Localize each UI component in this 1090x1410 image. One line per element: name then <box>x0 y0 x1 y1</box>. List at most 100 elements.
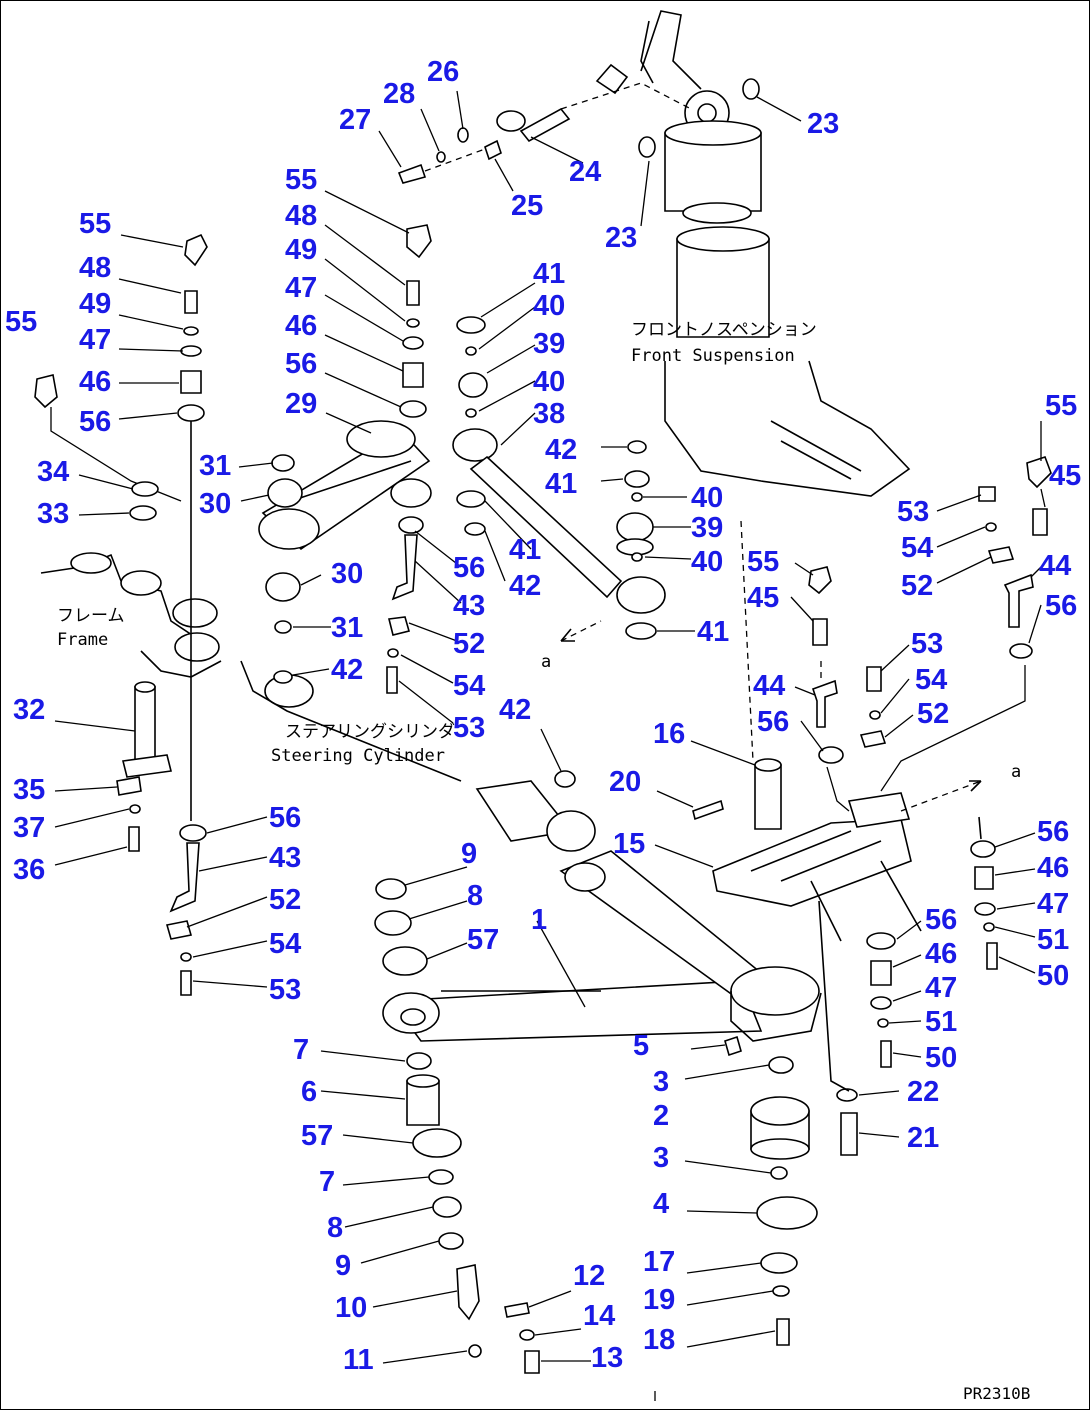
part-label-50[interactable]: 50 <box>925 1042 957 1074</box>
part-label-15[interactable]: 15 <box>613 828 645 860</box>
part-label-43[interactable]: 43 <box>269 842 301 874</box>
part-label-22[interactable]: 22 <box>907 1076 939 1108</box>
part-label-28[interactable]: 28 <box>383 78 415 110</box>
part-label-45[interactable]: 45 <box>747 582 779 614</box>
part-label-56[interactable]: 56 <box>925 904 957 936</box>
part-label-42[interactable]: 42 <box>509 570 541 602</box>
part-label-26[interactable]: 26 <box>427 56 459 88</box>
part-label-38[interactable]: 38 <box>533 398 565 430</box>
part-label-57[interactable]: 57 <box>301 1120 333 1152</box>
part-label-55[interactable]: 55 <box>285 164 317 196</box>
part-label-37[interactable]: 37 <box>13 812 45 844</box>
part-label-31[interactable]: 31 <box>331 612 363 644</box>
part-label-42[interactable]: 42 <box>545 434 577 466</box>
part-label-39[interactable]: 39 <box>533 328 565 360</box>
part-label-1[interactable]: 1 <box>531 904 547 936</box>
part-label-46[interactable]: 46 <box>1037 852 1069 884</box>
part-label-41[interactable]: 41 <box>533 258 565 290</box>
part-label-8[interactable]: 8 <box>467 880 483 912</box>
part-label-46[interactable]: 46 <box>285 310 317 342</box>
part-label-34[interactable]: 34 <box>37 456 69 488</box>
part-label-56[interactable]: 56 <box>757 706 789 738</box>
part-label-52[interactable]: 52 <box>917 698 949 730</box>
part-label-54[interactable]: 54 <box>915 664 947 696</box>
part-label-6[interactable]: 6 <box>301 1076 317 1108</box>
part-label-49[interactable]: 49 <box>79 288 111 320</box>
part-label-40[interactable]: 40 <box>533 290 565 322</box>
part-label-47[interactable]: 47 <box>285 272 317 304</box>
part-label-54[interactable]: 54 <box>453 670 485 702</box>
part-label-54[interactable]: 54 <box>269 928 301 960</box>
part-label-16[interactable]: 16 <box>653 718 685 750</box>
part-label-11[interactable]: 11 <box>343 1344 374 1376</box>
part-label-40[interactable]: 40 <box>691 546 723 578</box>
part-label-44[interactable]: 44 <box>753 670 785 702</box>
part-label-30[interactable]: 30 <box>331 558 363 590</box>
part-label-55[interactable]: 55 <box>747 546 779 578</box>
part-label-54[interactable]: 54 <box>901 532 933 564</box>
part-label-40[interactable]: 40 <box>691 482 723 514</box>
part-label-56[interactable]: 56 <box>1037 816 1069 848</box>
part-label-51[interactable]: 51 <box>925 1006 957 1038</box>
part-label-56[interactable]: 56 <box>1045 590 1077 622</box>
part-label-53[interactable]: 53 <box>269 974 301 1006</box>
part-label-3[interactable]: 3 <box>653 1066 669 1098</box>
part-label-13[interactable]: 13 <box>591 1342 623 1374</box>
part-label-47[interactable]: 47 <box>1037 888 1069 920</box>
part-label-4[interactable]: 4 <box>653 1188 669 1220</box>
part-label-41[interactable]: 41 <box>697 616 729 648</box>
part-label-46[interactable]: 46 <box>79 366 111 398</box>
part-label-47[interactable]: 47 <box>925 972 957 1004</box>
part-label-42[interactable]: 42 <box>499 694 531 726</box>
part-label-20[interactable]: 20 <box>609 766 641 798</box>
part-label-9[interactable]: 9 <box>461 838 477 870</box>
part-label-30[interactable]: 30 <box>199 488 231 520</box>
part-label-51[interactable]: 51 <box>1037 924 1069 956</box>
part-label-36[interactable]: 36 <box>13 854 45 886</box>
part-label-10[interactable]: 10 <box>335 1292 367 1324</box>
part-label-14[interactable]: 14 <box>583 1300 615 1332</box>
part-label-41[interactable]: 41 <box>509 534 541 566</box>
part-label-33[interactable]: 33 <box>37 498 69 530</box>
part-label-55[interactable]: 55 <box>5 306 37 338</box>
part-label-52[interactable]: 52 <box>901 570 933 602</box>
part-label-55[interactable]: 55 <box>79 208 111 240</box>
part-label-43[interactable]: 43 <box>453 590 485 622</box>
part-label-39[interactable]: 39 <box>691 512 723 544</box>
part-label-5[interactable]: 5 <box>633 1030 649 1062</box>
part-label-23[interactable]: 23 <box>605 222 637 254</box>
part-label-56[interactable]: 56 <box>79 406 111 438</box>
part-label-23[interactable]: 23 <box>807 108 839 140</box>
part-label-8[interactable]: 8 <box>327 1212 343 1244</box>
part-label-47[interactable]: 47 <box>79 324 111 356</box>
part-label-41[interactable]: 41 <box>545 468 577 500</box>
part-label-42[interactable]: 42 <box>331 654 363 686</box>
part-label-18[interactable]: 18 <box>643 1324 675 1356</box>
part-label-48[interactable]: 48 <box>79 252 111 284</box>
part-label-57[interactable]: 57 <box>467 924 499 956</box>
part-label-52[interactable]: 52 <box>269 884 301 916</box>
part-label-2[interactable]: 2 <box>653 1100 669 1132</box>
part-label-46[interactable]: 46 <box>925 938 957 970</box>
part-label-53[interactable]: 53 <box>897 496 929 528</box>
part-label-45[interactable]: 45 <box>1049 460 1081 492</box>
part-label-7[interactable]: 7 <box>319 1166 335 1198</box>
part-label-9[interactable]: 9 <box>335 1250 351 1282</box>
part-label-52[interactable]: 52 <box>453 628 485 660</box>
part-label-12[interactable]: 12 <box>573 1260 605 1292</box>
part-label-40[interactable]: 40 <box>533 366 565 398</box>
part-label-55[interactable]: 55 <box>1045 390 1077 422</box>
part-label-35[interactable]: 35 <box>13 774 45 806</box>
part-label-56[interactable]: 56 <box>453 552 485 584</box>
part-label-50[interactable]: 50 <box>1037 960 1069 992</box>
part-label-49[interactable]: 49 <box>285 234 317 266</box>
part-label-31[interactable]: 31 <box>199 450 231 482</box>
part-label-53[interactable]: 53 <box>911 628 943 660</box>
part-label-56[interactable]: 56 <box>285 348 317 380</box>
part-label-21[interactable]: 21 <box>907 1122 939 1154</box>
part-label-19[interactable]: 19 <box>643 1284 675 1316</box>
part-label-27[interactable]: 27 <box>339 104 371 136</box>
part-label-3[interactable]: 3 <box>653 1142 669 1174</box>
part-label-44[interactable]: 44 <box>1039 550 1071 582</box>
part-label-53[interactable]: 53 <box>453 712 485 744</box>
